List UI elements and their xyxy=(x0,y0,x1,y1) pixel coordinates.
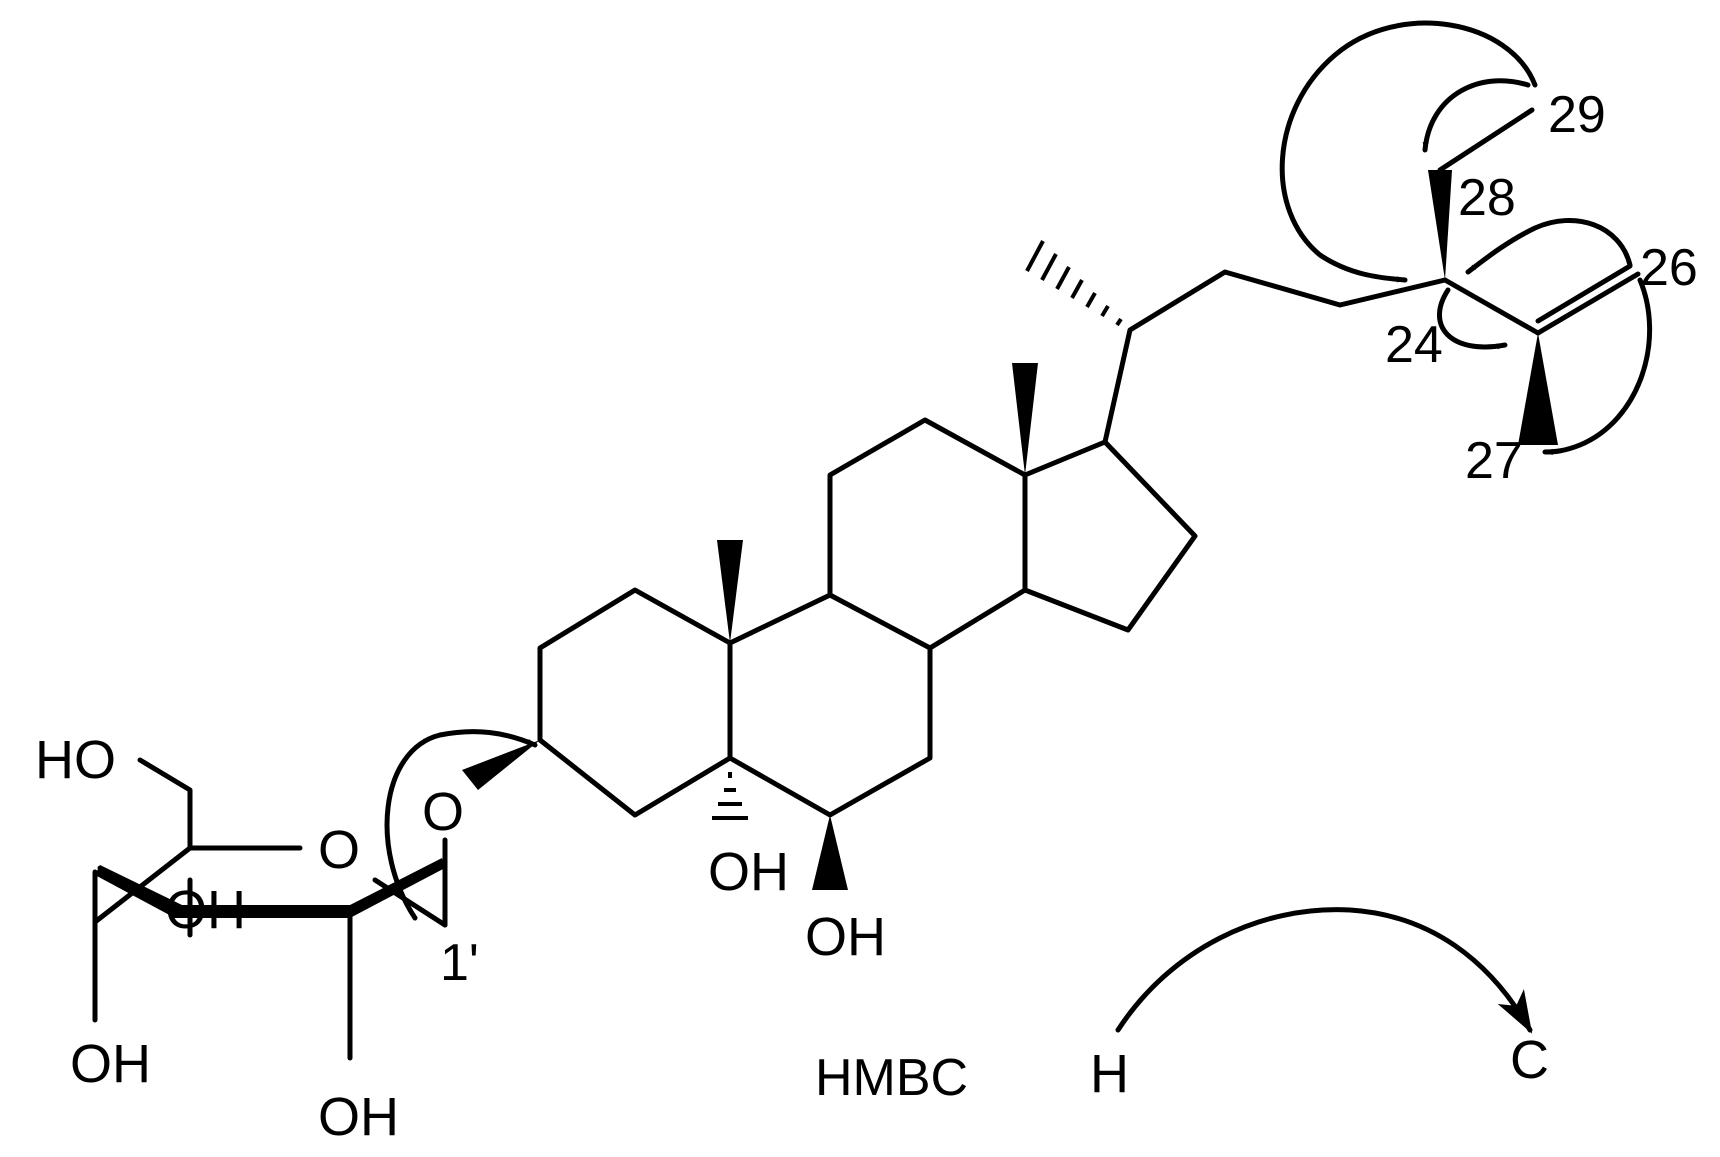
c28-label: 28 xyxy=(1458,169,1516,227)
oh-6beta-label: OH xyxy=(805,907,886,967)
stereo-hashes xyxy=(712,240,1123,820)
c28-wedge xyxy=(1428,170,1452,280)
c26-label: 26 xyxy=(1640,239,1698,297)
c24-label: 24 xyxy=(1385,316,1443,374)
ring-b xyxy=(727,592,933,818)
ring-d xyxy=(1022,439,1198,633)
oh-6beta-wedge xyxy=(812,815,848,890)
stereo-wedges xyxy=(95,170,1558,918)
hmbc-h29-c28-arrow xyxy=(1422,78,1531,153)
c27-wedge xyxy=(1518,333,1558,445)
side-chain xyxy=(1102,107,1641,445)
oh-c2prime-label: OH xyxy=(318,1087,399,1147)
hmbc-h26-c27-arrow xyxy=(1542,277,1653,456)
legend-from-h: H xyxy=(1090,1044,1129,1104)
ring-a xyxy=(537,587,733,818)
legend-to-c: C xyxy=(1510,1030,1549,1090)
hmbc-arrows xyxy=(384,20,1653,921)
hmbc-legend: HMBC H C xyxy=(815,907,1549,1107)
methyl-c19-wedge xyxy=(717,540,743,643)
hmbc-h29-c24-arrow xyxy=(1279,20,1538,283)
hmbc-h26-c24-arrow xyxy=(1465,218,1633,275)
oh-c3prime-label: OH xyxy=(70,1034,151,1094)
oh-c4prime-label: OH xyxy=(165,880,246,940)
hmbc-h1prime-c3-arrow xyxy=(384,729,538,921)
c1prime-label: 1' xyxy=(440,934,479,992)
sugar-bottom-bold-bond xyxy=(95,858,445,918)
c27-label: 27 xyxy=(1465,432,1523,490)
legend-arrow xyxy=(1115,907,1533,1034)
c29-label: 29 xyxy=(1548,86,1606,144)
glyco-o-wedge xyxy=(462,740,540,790)
methyl-c18-wedge xyxy=(1012,363,1038,475)
legend-title: HMBC xyxy=(815,1049,968,1107)
hmbc-h28-c25-arrow xyxy=(1436,287,1508,350)
glucose-ring xyxy=(92,757,448,1061)
oh-c6prime-label: HO xyxy=(35,730,116,790)
oh-5alpha-label: OH xyxy=(708,842,789,902)
ring-c xyxy=(827,417,1028,651)
ring-oxygen-label: O xyxy=(318,820,360,880)
glycosidic-oxygen-label: O xyxy=(422,782,464,842)
